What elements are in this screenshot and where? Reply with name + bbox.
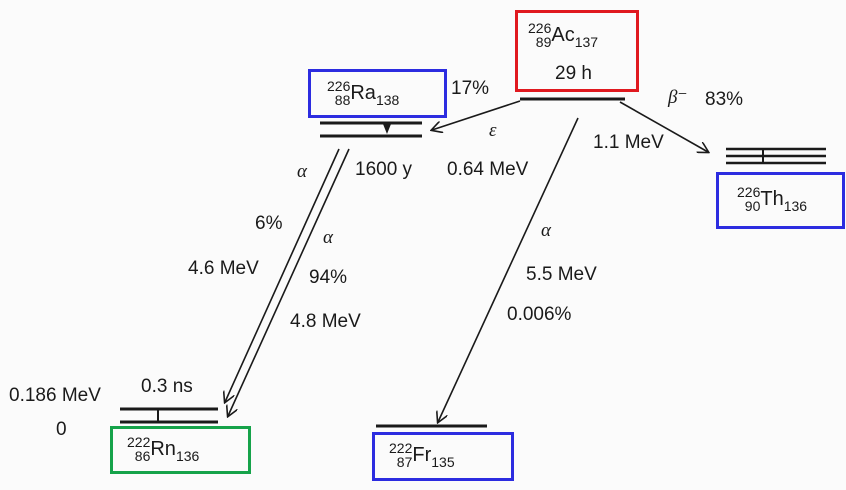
ac-to-th-mode: β⁻	[668, 87, 688, 108]
ac-to-fr-mode: α	[541, 220, 551, 241]
ac-to-ra-branch: 17%	[451, 78, 490, 99]
rn-level-lines	[120, 407, 218, 424]
rn-excited-halflife: 0.3 ns	[141, 376, 193, 397]
arrow-ra-to-rn-ground	[228, 148, 350, 416]
arrow-ac-to-th	[619, 101, 708, 152]
ra-to-rn-excited-q: 4.6 MeV	[188, 258, 259, 279]
ac-to-ra-q: 0.64 MeV	[447, 159, 529, 180]
ra-to-rn-ground-q: 4.8 MeV	[290, 311, 361, 332]
rn-ground-energy: 0	[56, 419, 67, 440]
arrow-ra-to-rn-excited	[225, 148, 340, 402]
ac-to-th-q: 1.1 MeV	[593, 132, 664, 153]
rn-excited-energy: 0.186 MeV	[9, 385, 101, 406]
ac-to-ra-mode: ε	[489, 120, 497, 141]
ra-to-rn-excited-branch: 6%	[255, 213, 283, 234]
ac-to-fr-q: 5.5 MeV	[526, 264, 597, 285]
ra-to-rn-ground-mode: α	[323, 227, 333, 248]
ra-halflife: 1600 y	[355, 159, 413, 180]
ra-level-lines	[320, 121, 422, 138]
ac-to-th-branch: 83%	[705, 89, 744, 110]
arrow-ac-to-ra	[432, 100, 521, 130]
ra-to-rn-ground-branch: 94%	[309, 267, 348, 288]
ac-to-fr-branch: 0.006%	[507, 304, 572, 325]
arrow-ac-to-fr	[438, 117, 579, 422]
ra-to-rn-excited-mode: α	[297, 161, 307, 182]
ac-halflife: 29 h	[555, 63, 592, 84]
th-level-lines	[726, 147, 826, 165]
